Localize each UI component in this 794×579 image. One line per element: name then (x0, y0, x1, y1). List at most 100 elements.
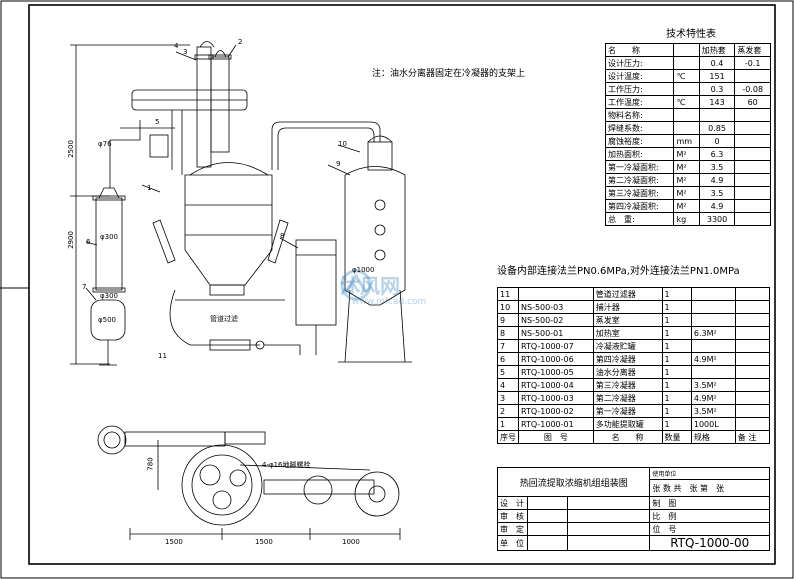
dim-phi-300a: φ300 (100, 233, 118, 241)
dim-plan-4: 780 (146, 457, 155, 471)
design-label: 设 计 (497, 496, 528, 510)
parts-remark (734, 313, 771, 327)
header-code: 图 号 (518, 430, 594, 444)
parts-qty: 1 (661, 326, 692, 340)
parts-code: RTQ-1000-04 (518, 378, 594, 392)
tech-value-evap (734, 108, 771, 122)
dim-phi-76: φ76 (98, 140, 112, 148)
header-name: 名 称 (592, 430, 663, 444)
pipe-filter-label: 管道过滤 (210, 315, 238, 323)
parts-name: 加热室 (592, 326, 663, 340)
parts-material: 3.5M² (690, 378, 736, 392)
tech-unit: kg (673, 212, 700, 226)
parts-no: 10 (497, 300, 519, 314)
tech-header-cell (673, 43, 700, 57)
callout-7: 7 (82, 283, 87, 291)
callout-9: 9 (336, 160, 341, 168)
tech-unit: ℃ (673, 69, 700, 83)
tech-unit: ℃ (673, 95, 700, 109)
tech-header-cell: 加热套 (698, 43, 736, 57)
tech-name: 设计压力: (604, 56, 675, 70)
dim-plan-3: 1000 (342, 538, 360, 546)
callout-8: 8 (280, 232, 285, 240)
tech-value-evap (734, 69, 771, 83)
parts-qty: 1 (661, 339, 692, 353)
approve-label: 审 定 (497, 522, 528, 536)
position-label: 位 号 (649, 522, 770, 536)
parts-no: 5 (497, 365, 519, 379)
parts-name: 第二冷凝器 (592, 391, 663, 405)
parts-no: 1 (497, 417, 519, 431)
watermark-logo (340, 269, 372, 301)
parts-code: NS-500-01 (518, 326, 594, 340)
tech-value-evap (734, 212, 771, 226)
callout-6: 6 (86, 238, 91, 246)
parts-code: RTQ-1000-07 (518, 339, 594, 353)
tech-value-heating: 0.85 (698, 121, 736, 135)
tech-value-evap: -0.08 (734, 82, 771, 96)
unit-field-label: 单 位 (497, 535, 528, 551)
tech-name: 总 重: (604, 212, 675, 226)
tech-name: 设计温度: (604, 69, 675, 83)
tech-value-evap (734, 147, 771, 161)
tech-value-evap (734, 134, 771, 148)
parts-material (690, 339, 736, 353)
header-qty: 数量 (661, 430, 692, 444)
parts-name: 第四冷凝器 (592, 352, 663, 366)
drawing-title: 热回流提取浓缩机组组装图 (496, 467, 651, 497)
parts-name: 多功能提取罐 (592, 417, 663, 431)
check-label: 审 核 (497, 509, 528, 523)
dim-height-1: 2500 (66, 140, 75, 158)
parts-qty: 1 (661, 378, 692, 392)
parts-code: RTQ-1000-01 (518, 417, 594, 431)
parts-no: 4 (497, 378, 519, 392)
parts-code: RTQ-1000-02 (518, 404, 594, 418)
header-remark: 备 注 (734, 430, 771, 444)
dim-height-2: 2900 (66, 231, 75, 249)
tech-value-evap (734, 121, 771, 135)
tech-unit (673, 121, 700, 135)
tech-value-heating: 4.9 (698, 199, 736, 213)
parts-remark (734, 378, 771, 392)
elevation-view (70, 41, 412, 366)
parts-remark (734, 404, 771, 418)
title-block: 热回流提取浓缩机组组装图 使用单位 张 数 共 张 第 张 设 计 制 图 审 … (496, 466, 770, 551)
callout-11: 11 (158, 352, 167, 360)
parts-no: 3 (497, 391, 519, 405)
tech-value-heating (698, 108, 736, 122)
callout-4: 4 (174, 42, 179, 50)
parts-code (518, 287, 594, 301)
tech-unit: M² (673, 160, 700, 174)
callout-2: 2 (238, 38, 243, 46)
parts-name: 油水分离器 (592, 365, 663, 379)
parts-material: 4.9M² (690, 391, 736, 405)
tech-name: 焊缝系数: (604, 121, 675, 135)
parts-code: NS-500-02 (518, 313, 594, 327)
parts-no: 7 (497, 339, 519, 353)
parts-qty: 1 (661, 313, 692, 327)
parts-code: RTQ-1000-05 (518, 365, 594, 379)
tech-name: 腐蚀裕度: (604, 134, 675, 148)
tech-name: 第三冷凝面积: (604, 186, 675, 200)
parts-name: 蒸发室 (592, 313, 663, 327)
tech-unit: M² (673, 199, 700, 213)
parts-qty: 1 (661, 365, 692, 379)
parts-material (690, 365, 736, 379)
drawing-number: RTQ-1000-00 (649, 535, 770, 551)
parts-qty: 1 (661, 404, 692, 418)
flange-note: 设备内部连接法兰PN0.6MPa,对外连接法兰PN1.0MPa (497, 266, 740, 277)
tech-value-evap (734, 173, 771, 187)
parts-remark (734, 417, 771, 431)
